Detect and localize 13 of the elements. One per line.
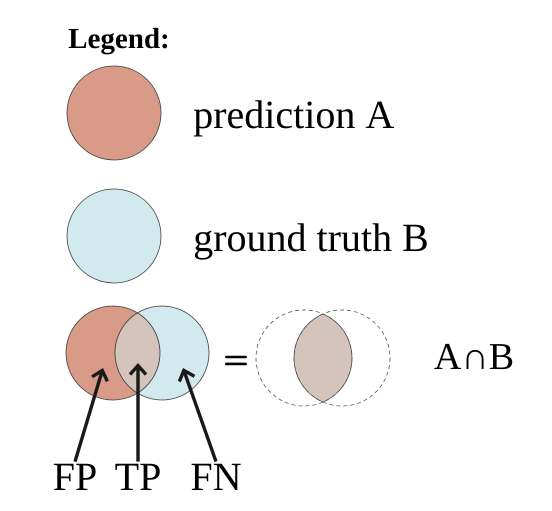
venn-crescent: [136, 306, 210, 400]
region-label: FP: [54, 464, 96, 490]
arrow: [73, 368, 109, 462]
intersection-label: A∩B: [434, 344, 512, 370]
legend-title: Legend:: [68, 28, 168, 54]
equals-sign: =: [225, 356, 247, 366]
legend-text: prediction A: [194, 100, 394, 136]
arrow: [128, 363, 148, 462]
region-label: FN: [192, 464, 241, 490]
region-label: TP: [115, 464, 160, 490]
arrow: [178, 368, 218, 462]
venn-crescent: [66, 306, 138, 400]
legend-text: ground truth B: [194, 223, 427, 260]
